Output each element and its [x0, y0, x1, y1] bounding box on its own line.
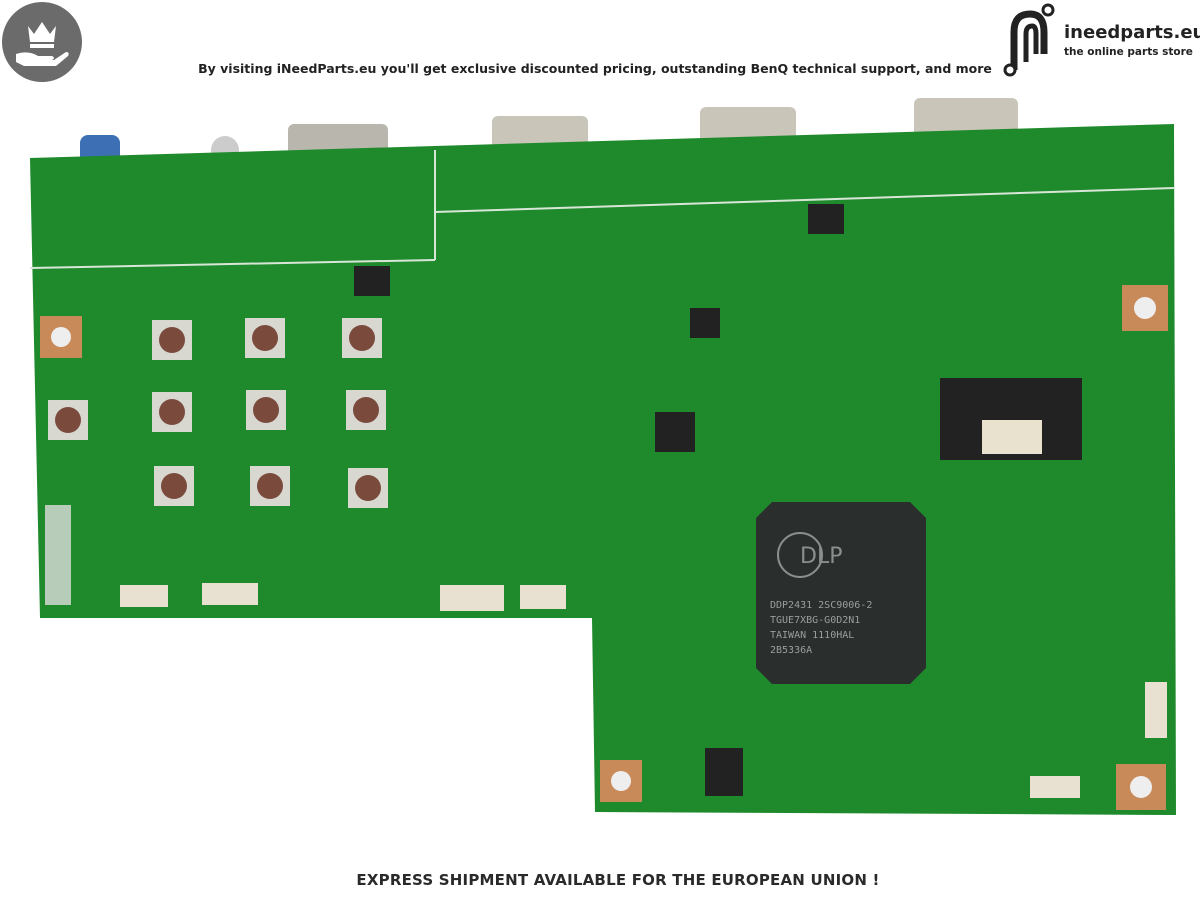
- mounting-pads: [40, 285, 1168, 810]
- push-button-cap: [253, 397, 279, 423]
- push-button-cap: [353, 397, 379, 423]
- shipping-banner: EXPRESS SHIPMENT AVAILABLE FOR THE EUROP…: [356, 871, 880, 889]
- logo-name: ineedparts.eu: [1064, 22, 1200, 43]
- chip-marking-line: 2B5336A: [770, 645, 812, 656]
- chip-marking-line: TGUE7XBG-G0D2N1: [770, 615, 860, 626]
- chip-logo-text: DLP: [800, 544, 842, 569]
- push-button-cap: [55, 407, 81, 433]
- chip-marking-line: TAIWAN 1110HAL: [770, 630, 854, 641]
- crown-hand-icon: [2, 2, 82, 82]
- push-buttons: [48, 318, 388, 508]
- logo-tagline: the online parts store: [1064, 46, 1193, 58]
- push-button-cap: [257, 473, 283, 499]
- chip-marking-line: DDP2431 2SC9006-2: [770, 600, 872, 611]
- store-logo[interactable]: [1000, 2, 1070, 77]
- push-button-cap: [349, 325, 375, 351]
- white-connectors: [120, 583, 1167, 798]
- dlp-chip: DLP DDP2431 2SC9006-2 TGUE7XBG-G0D2N1 TA…: [756, 502, 926, 684]
- push-button-cap: [355, 475, 381, 501]
- promo-text: By visiting iNeedParts.eu you'll get exc…: [198, 61, 992, 76]
- push-button-cap: [252, 325, 278, 351]
- push-button-cap: [161, 473, 187, 499]
- push-button-cap: [159, 327, 185, 353]
- pcb-outline: [30, 124, 1176, 815]
- push-button-cap: [159, 399, 185, 425]
